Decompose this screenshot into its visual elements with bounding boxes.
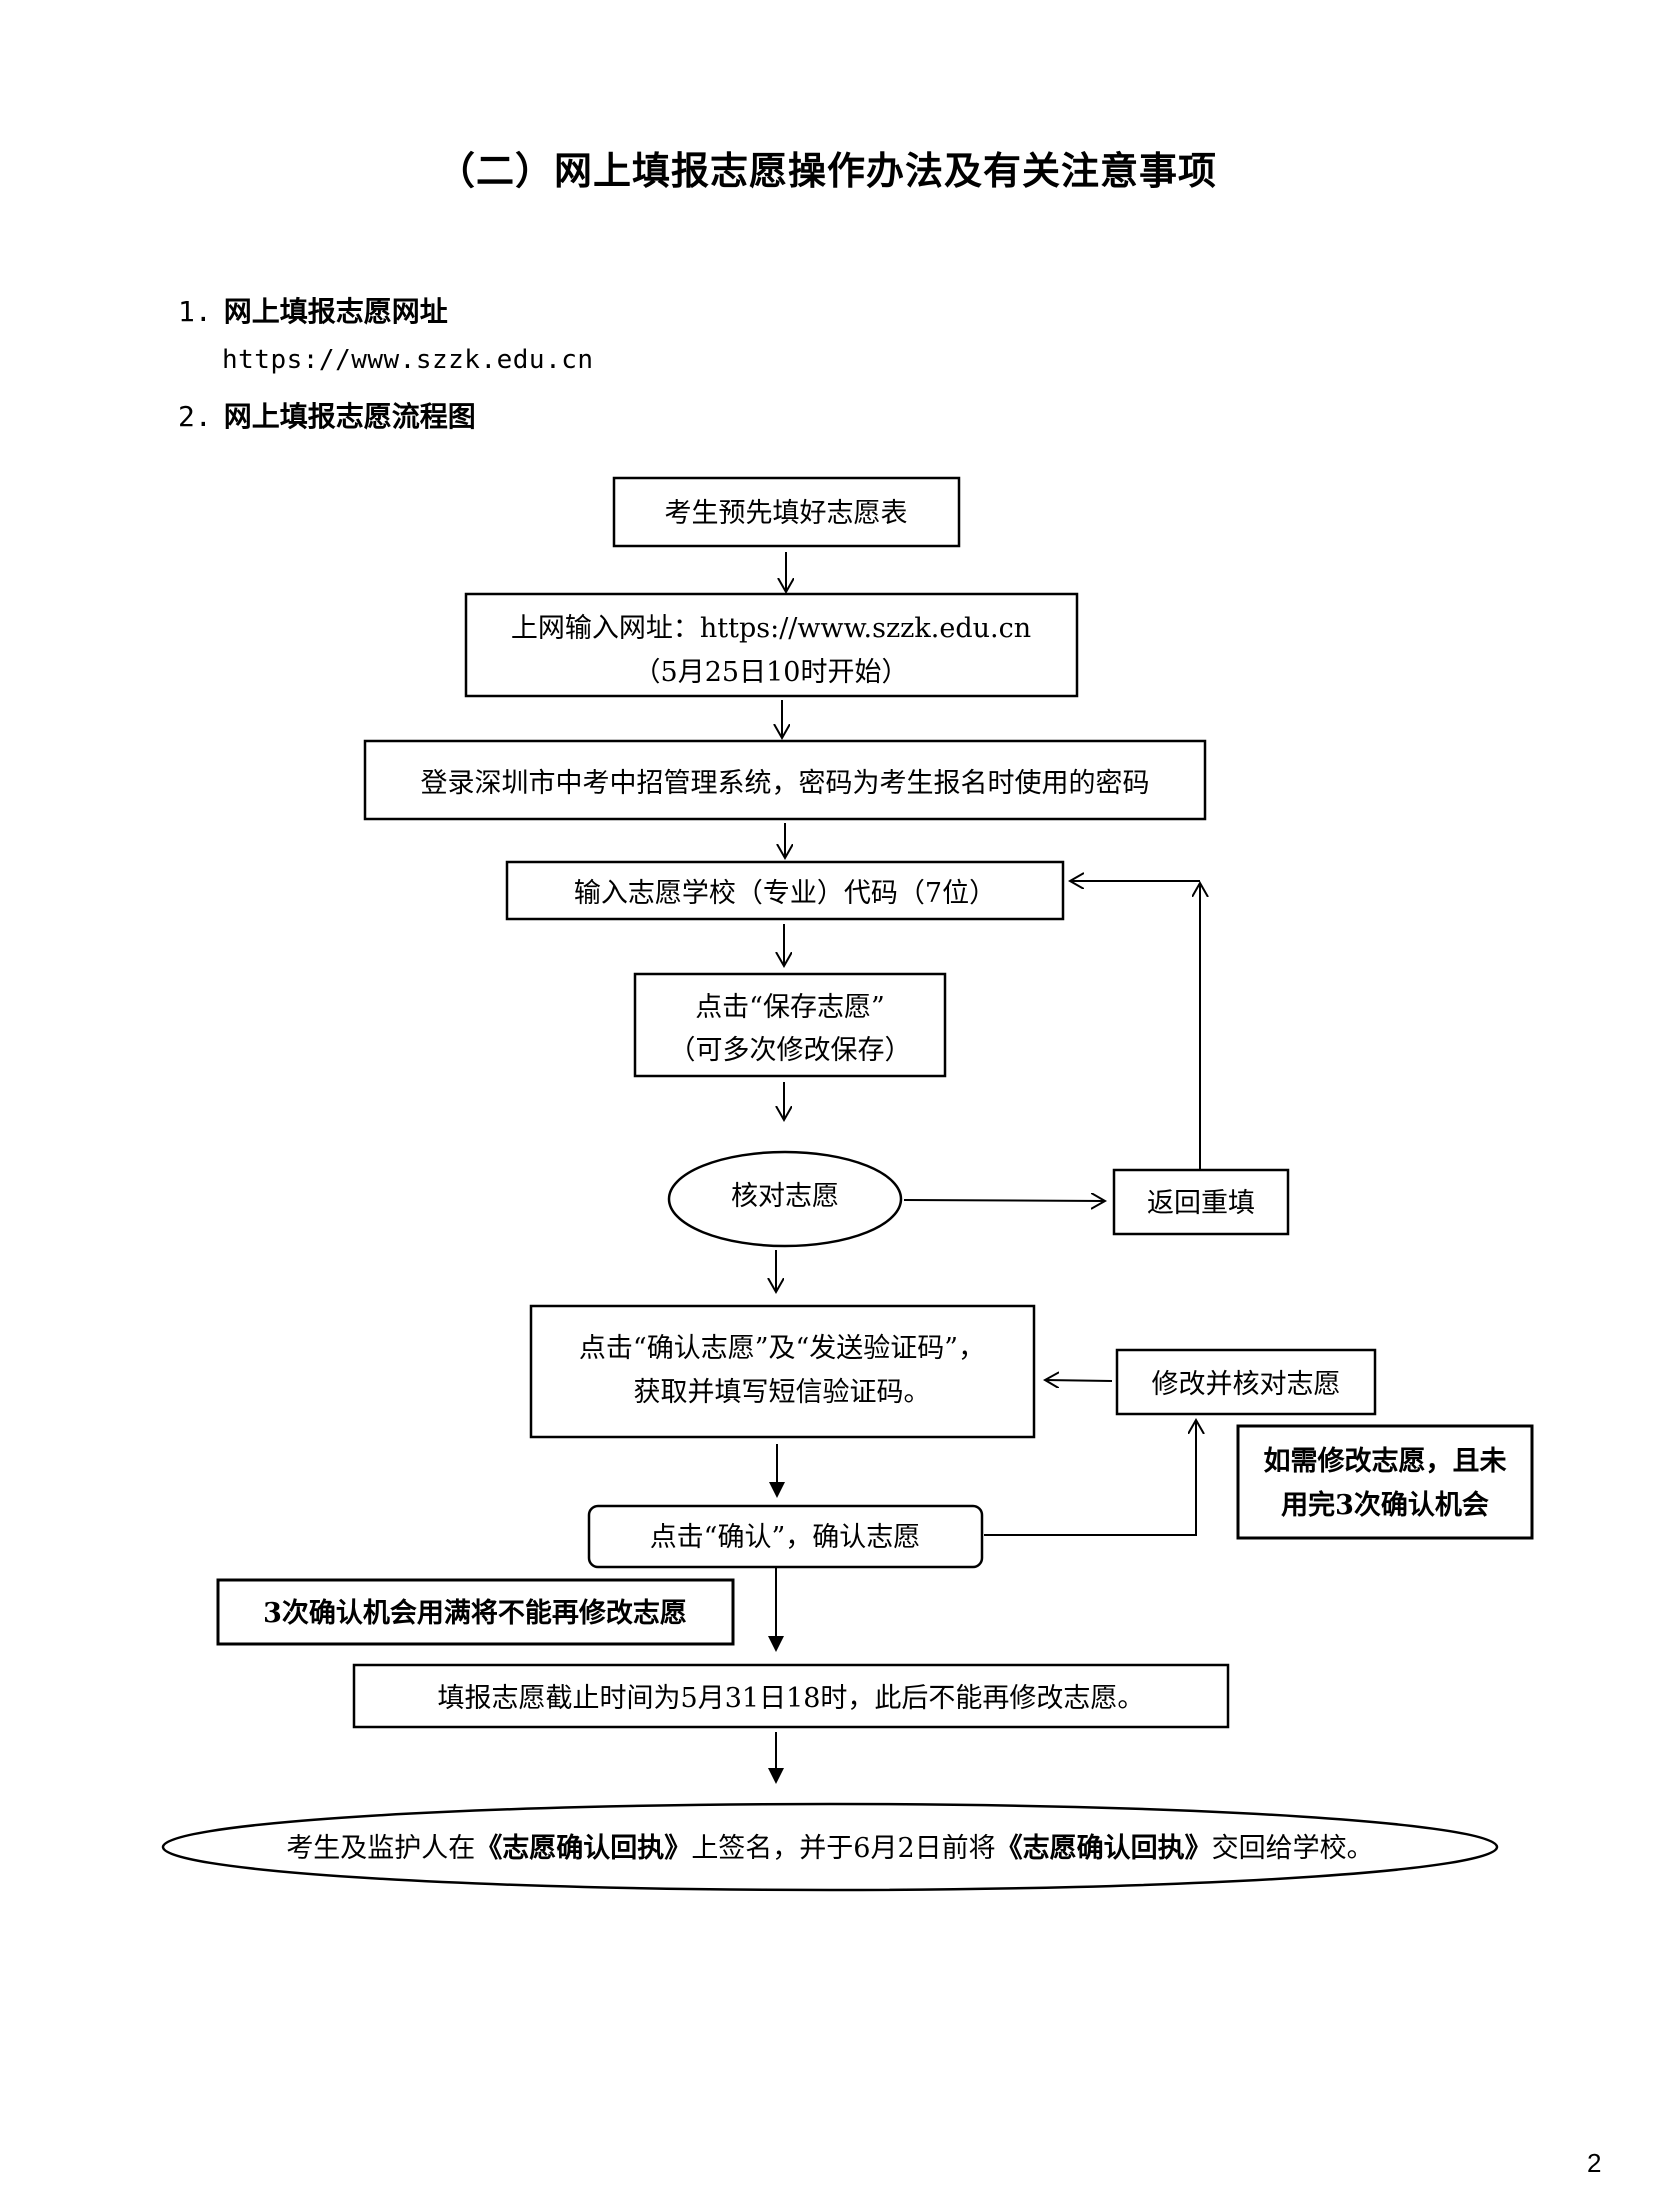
step-login: 登录深圳市中考中招管理系统，密码为考生报名时使用的密码 (363, 739, 1207, 821)
step-save-line1: 点击“保存志愿” (695, 992, 885, 1023)
step-login-text: 登录深圳市中考中招管理系统，密码为考生报名时使用的密码 (421, 768, 1150, 799)
arrow-check-to-return (903, 1200, 1105, 1201)
step-modify-check-text: 修改并核对志愿 (1152, 1369, 1341, 1400)
step-enter-url-line1: 上网输入网址：https://www.szzk.edu.cn (511, 613, 1031, 644)
section-2-number: 2. (178, 400, 212, 433)
final-text-part3: 交回给学校。 (1212, 1833, 1374, 1864)
connector-confirm-to-modify (984, 1426, 1197, 1536)
note-modify-line1: 如需修改志愿，且未 (1264, 1446, 1507, 1477)
step-save-line2: （可多次修改保存） (669, 1035, 912, 1066)
step-return-refill-text: 返回重填 (1147, 1188, 1255, 1219)
step-modify-check: 修改并核对志愿 (1115, 1348, 1377, 1416)
step-enter-url: 上网输入网址：https://www.szzk.edu.cn （5月25日10时… (464, 592, 1079, 698)
section-2-heading: 2. 网上填报志愿流程图 (178, 395, 476, 435)
step-click-confirm: 点击“确认”，确认志愿 (587, 1504, 984, 1569)
final-text-part2: 上签名，并于6月2日前将 (691, 1833, 995, 1864)
step-final-text: 考生及监护人在《志愿确认回执》上签名，并于6月2日前将《志愿确认回执》交回给学校… (286, 1832, 1373, 1864)
section-1-number: 1. (178, 295, 212, 328)
step-return-refill: 返回重填 (1112, 1168, 1290, 1236)
section-2-title: 网上填报志愿流程图 (223, 400, 476, 433)
step-confirm-send-line2: 获取并填写短信验证码。 (634, 1377, 931, 1408)
arrow-modify-to-confirm (1045, 1380, 1113, 1381)
step-deadline-text: 填报志愿截止时间为5月31日18时，此后不能再修改志愿。 (438, 1683, 1145, 1714)
step-confirm-send-line1: 点击“确认志愿”及“发送验证码”， (579, 1333, 985, 1364)
step-prepare-form-text: 考生预先填好志愿表 (665, 498, 908, 529)
section-1-heading: 1. 网上填报志愿网址 (178, 290, 448, 330)
page-number: 2 (1587, 2148, 1602, 2178)
step-deadline: 填报志愿截止时间为5月31日18时，此后不能再修改志愿。 (352, 1663, 1230, 1729)
step-confirm-send-code: 点击“确认志愿”及“发送验证码”， 获取并填写短信验证码。 (529, 1304, 1036, 1439)
page-title: （二）网上填报志愿操作办法及有关注意事项 (436, 149, 1217, 193)
step-enter-code-text: 输入志愿学校（专业）代码（7位） (574, 878, 996, 909)
final-receipt-title-2: 《志愿确认回执》 (996, 1832, 1212, 1864)
section-1-title: 网上填报志愿网址 (223, 295, 448, 328)
step-enter-url-line2: （5月25日10时开始） (634, 657, 909, 688)
final-receipt-title-1: 《志愿确认回执》 (475, 1832, 691, 1864)
step-check: 核对志愿 (667, 1150, 903, 1248)
step-click-confirm-text: 点击“确认”，确认志愿 (650, 1522, 921, 1553)
step-prepare-form: 考生预先填好志愿表 (612, 476, 961, 548)
step-check-text: 核对志愿 (731, 1181, 839, 1212)
final-text-part1: 考生及监护人在 (286, 1833, 475, 1864)
note-confirm-limit-text: 3次确认机会用满将不能再修改志愿 (263, 1597, 687, 1629)
note-confirm-limit: 3次确认机会用满将不能再修改志愿 (216, 1578, 735, 1646)
note-modify-condition: 如需修改志愿，且未 用完3次确认机会 (1236, 1424, 1534, 1540)
step-final-submit-receipt: 考生及监护人在《志愿确认回执》上签名，并于6月2日前将《志愿确认回执》交回给学校… (161, 1802, 1499, 1892)
step-save: 点击“保存志愿” （可多次修改保存） (633, 972, 947, 1078)
note-modify-line2: 用完3次确认机会 (1281, 1489, 1489, 1521)
website-url: https://www.szzk.edu.cn (222, 345, 594, 375)
step-enter-code: 输入志愿学校（专业）代码（7位） (505, 860, 1065, 921)
